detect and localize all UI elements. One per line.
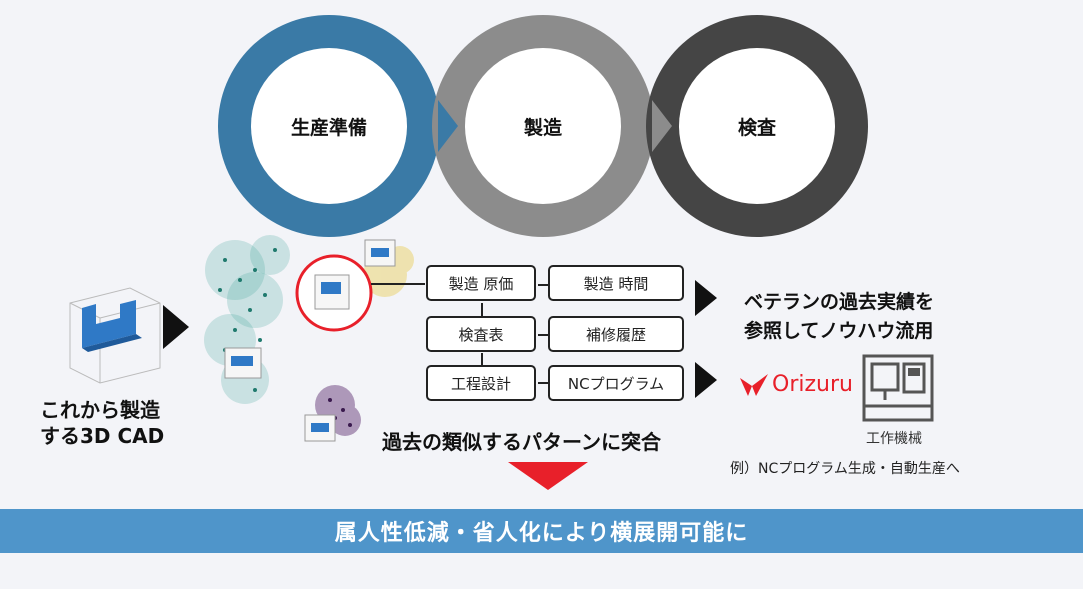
box-manufacturing-time: 製造 時間 — [548, 265, 684, 301]
right-arrow-icon — [695, 280, 717, 316]
summary-banner: 属人性低減・省人化により横展開可能に — [0, 509, 1083, 553]
box-process-design: 工程設計 — [426, 365, 536, 401]
box-repair-history: 補修履歴 — [548, 316, 684, 352]
example-text: 例）NCプログラム生成・自動生産へ — [730, 461, 960, 477]
connector-arrow-2 — [652, 100, 672, 152]
cluster-teal — [204, 235, 290, 404]
machine-tool-icon — [862, 354, 934, 422]
cad-model-icon — [69, 287, 161, 384]
input-arrow-icon — [163, 305, 189, 349]
box-nc-program: NCプログラム — [548, 365, 684, 401]
right-arrow-icon — [695, 362, 717, 398]
connector-arrow-1 — [438, 100, 458, 152]
step-inspection: 検査 — [679, 48, 835, 204]
cluster-purple — [315, 385, 361, 436]
logo-text: Orizuru — [772, 372, 853, 397]
crane-logo-icon — [740, 373, 768, 396]
input-label: これから製造 する3D CAD — [40, 398, 165, 448]
matching-caption: 過去の類似するパターンに突合 — [382, 430, 661, 454]
box-connectors — [481, 284, 548, 384]
knowhow-text: ベテランの過去実績を 参照してノウハウ流用 — [744, 291, 935, 342]
down-arrow-icon — [508, 462, 588, 490]
machine-label: 工作機械 — [866, 431, 922, 447]
orizuru-logo: Orizuru — [740, 372, 853, 397]
step-production-prep: 生産準備 — [251, 48, 407, 204]
box-inspection-sheet: 検査表 — [426, 316, 536, 352]
ring-connectors — [438, 100, 672, 152]
highlight-circle — [295, 254, 373, 332]
box-manufacturing-cost: 製造 原価 — [426, 265, 536, 301]
point-cloud-clusters — [204, 235, 425, 442]
step-manufacturing: 製造 — [465, 48, 621, 204]
